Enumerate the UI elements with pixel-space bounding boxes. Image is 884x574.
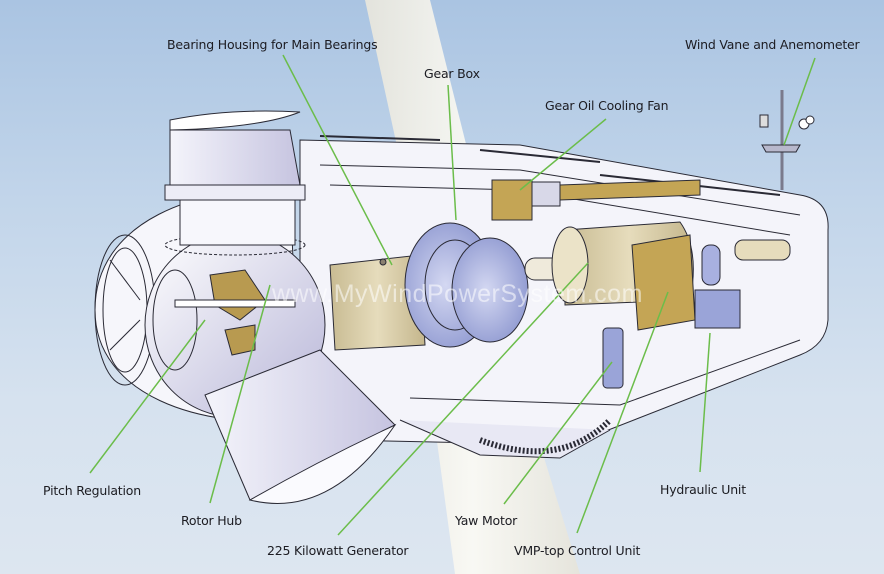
yaw-gear-ring	[478, 417, 613, 455]
lower-blade-root	[204, 349, 397, 504]
leader-rotor-hub	[209, 284, 271, 504]
leader-yaw-motor	[503, 361, 613, 505]
label-gear-box: Gear Box	[424, 66, 480, 81]
label-wind-vane-anemometer: Wind Vane and Anemometer	[685, 37, 860, 52]
leader-generator	[337, 262, 589, 536]
hydraulic-unit-part	[694, 239, 791, 329]
yaw-motor-part	[602, 327, 624, 389]
label-generator: 225 Kilowatt Generator	[267, 543, 409, 558]
bearing-housing-part	[329, 254, 426, 351]
label-rotor-hub: Rotor Hub	[181, 513, 242, 528]
cooling-fan-part	[491, 179, 701, 221]
label-hydraulic-unit: Hydraulic Unit	[660, 482, 746, 497]
pitch-mechanism	[174, 269, 296, 356]
label-control-unit: VMP-top Control Unit	[514, 543, 641, 558]
upper-blade-root	[164, 110, 306, 246]
leader-control-unit	[576, 291, 669, 534]
label-bearing-housing: Bearing Housing for Main Bearings	[167, 37, 378, 52]
leader-wind-vane	[783, 57, 816, 146]
leader-bearing-housing	[282, 54, 393, 266]
label-pitch-regulation: Pitch Regulation	[43, 483, 141, 498]
leader-pitch-regulation	[89, 319, 206, 474]
leader-cooling-fan	[519, 118, 607, 191]
leader-hydraulic-unit	[699, 332, 711, 473]
leader-lines	[89, 54, 816, 536]
gear-box-part	[404, 222, 529, 348]
wind-vane-mast	[759, 90, 815, 190]
label-yaw-motor: Yaw Motor	[455, 513, 518, 528]
leader-gear-box	[447, 84, 457, 221]
watermark: www.MyWindPowerSystem.com	[272, 280, 643, 308]
label-gear-oil-cooling-fan: Gear Oil Cooling Fan	[545, 98, 669, 113]
